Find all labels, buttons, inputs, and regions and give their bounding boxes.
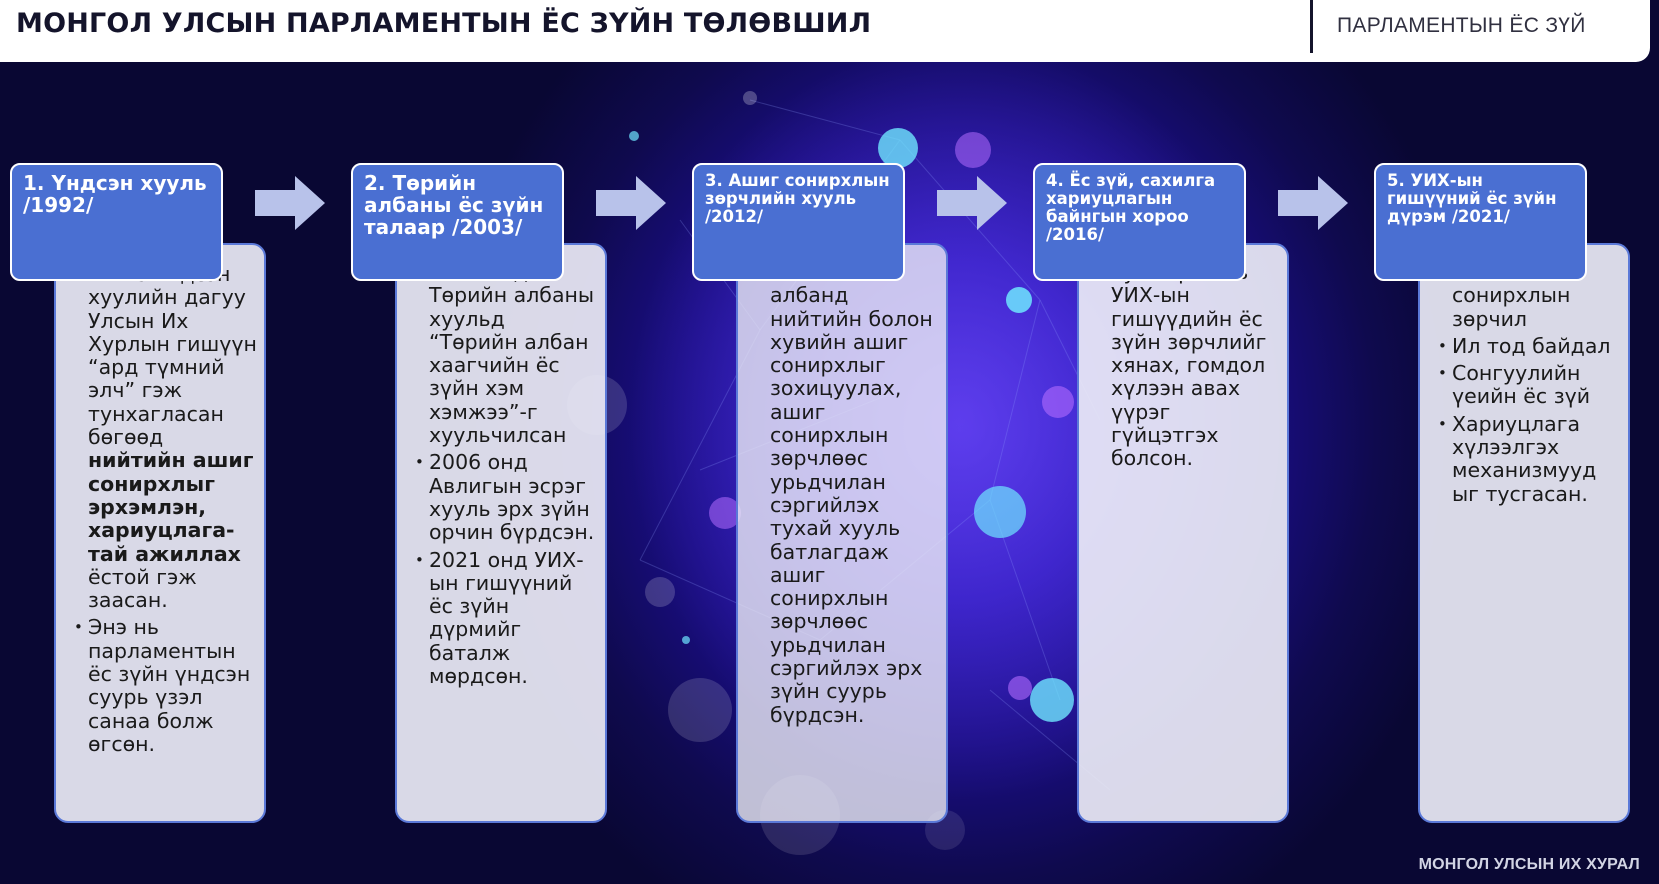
right-arrow-icon — [255, 176, 325, 230]
step-4-item-1: Тус хороо нь УИХ-ын гишүүдийн ёс зүйн зө… — [1097, 260, 1281, 471]
step-5-list: Ашиг сонирхлын зөрчил Ил тод байдал Сонг… — [1420, 245, 1628, 506]
step-card-5: Ашиг сонирхлын зөрчил Ил тод байдал Сонг… — [1418, 243, 1630, 823]
step-5-item-3: Сонгуулийн үеийн ёс зүй — [1438, 362, 1622, 409]
right-arrow-icon — [937, 176, 1007, 230]
step-card-2: 2003 онд Төрийн албаны хуульд “Төрийн ал… — [395, 243, 607, 823]
step-label-3: 3. Ашиг сонирхлын зөрчлийн хууль /2012/ — [692, 163, 905, 281]
header-divider — [1310, 0, 1313, 53]
step-label-1: 1. Үндсэн хууль /1992/ — [10, 163, 223, 281]
step-1-item-1-emphasis: нийтийн ашиг сонирхлыг эрхэмлэн, хариуцл… — [88, 448, 254, 566]
step-5-item-4: Хариуцлага хүлээлгэх механизмууд ыг тусг… — [1438, 412, 1622, 506]
step-1-item-1-text: Шинэ Үндсэн хуулийн дагуу Улсын Их Хурлы… — [88, 262, 257, 450]
section-label: ПАРЛАМЕНТЫН ЁС ЗҮЙ — [1337, 14, 1586, 37]
step-card-3: Нийтийн албанд нийтийн болон хувийн ашиг… — [736, 243, 948, 823]
step-3-list: Нийтийн албанд нийтийн болон хувийн ашиг… — [738, 245, 946, 727]
header-bar: МОНГОЛ УЛСЫН ПАРЛАМЕНТЫН ЁС ЗҮЙН ТӨЛӨВШИ… — [0, 0, 1650, 62]
step-5-item-2: Ил тод байдал — [1438, 334, 1622, 358]
step-2-item-3: 2021 онд УИХ-ын гишүүний ёс зүйн дүрмийг… — [415, 548, 599, 689]
step-label-2: 2. Төрийн албаны ёс зүйн талаар /2003/ — [351, 163, 564, 281]
right-arrow-icon — [1278, 176, 1348, 230]
footer-organization: МОНГОЛ УЛСЫН ИХ ХУРАЛ — [1418, 856, 1640, 873]
step-label-4: 4. Ёс зүй, сахилга хариуцлагын байнгын х… — [1033, 163, 1246, 281]
step-label-5: 5. УИХ-ын гишүүний ёс зүйн дүрэм /2021/ — [1374, 163, 1587, 281]
step-3-item-1: Нийтийн албанд нийтийн болон хувийн ашиг… — [756, 260, 940, 727]
step-1-item-1: Шинэ Үндсэн хуулийн дагуу Улсын Их Хурлы… — [74, 262, 258, 613]
page-title: МОНГОЛ УЛСЫН ПАРЛАМЕНТЫН ЁС ЗҮЙН ТӨЛӨВШИ… — [16, 8, 872, 39]
step-2-item-1: 2003 онд Төрийн албаны хуульд “Төрийн ал… — [415, 260, 599, 447]
step-1-item-1-ending: ёстой гэж заасан. — [88, 564, 197, 613]
step-1-list: Шинэ Үндсэн хуулийн дагуу Улсын Их Хурлы… — [56, 245, 264, 756]
right-arrow-icon — [596, 176, 666, 230]
step-card-4: Тус хороо нь УИХ-ын гишүүдийн ёс зүйн зө… — [1077, 243, 1289, 823]
step-2-item-2: 2006 онд Авлигын эсрэг хууль эрх зүйн ор… — [415, 451, 599, 544]
step-1-item-2: Энэ нь парламентын ёс зүйн үндсэн суурь … — [74, 616, 258, 756]
step-2-list: 2003 онд Төрийн албаны хуульд “Төрийн ал… — [397, 245, 605, 688]
step-card-1: Шинэ Үндсэн хуулийн дагуу Улсын Их Хурлы… — [54, 243, 266, 823]
